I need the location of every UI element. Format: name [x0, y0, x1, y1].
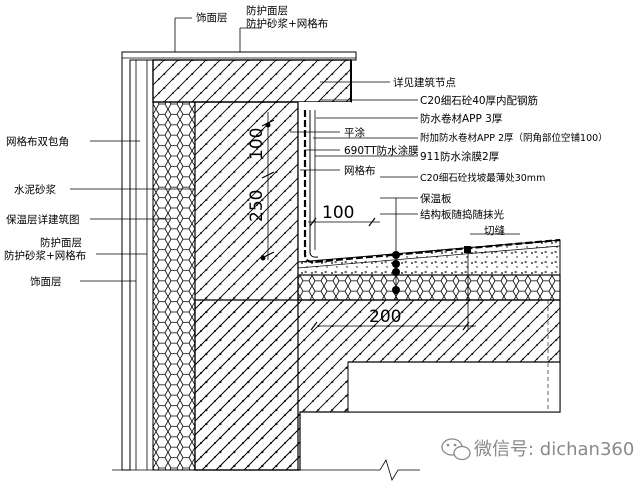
watermark-text: 微信号: dichan360	[474, 439, 634, 460]
label-membrane-extra: 附加防水卷材APP 2厚（阴角部位空铺100）	[420, 132, 608, 144]
label-left-cement-mortar: 水泥砂浆	[14, 183, 56, 196]
label-left-facing: 饰面层	[30, 275, 62, 288]
label-top-protect-1: 防护面层	[246, 4, 288, 17]
label-structure-slab: 结构板随捣随抹光	[420, 208, 504, 221]
label-coating-911: 911防水涂膜2厚	[420, 150, 500, 163]
label-coating-690: 690TT防水涂膜	[344, 144, 419, 157]
wechat-icon	[441, 438, 471, 461]
dim-100-vertical: 100	[247, 128, 267, 160]
insulation-layer	[152, 101, 196, 471]
label-c20-rebar: C20细石砼40厚内配钢筋	[420, 94, 538, 107]
dim-250-vertical: 250	[247, 190, 267, 222]
leader-lines-right	[290, 81, 520, 235]
dim-100-horizontal: 100	[322, 203, 354, 223]
leader-lines-left	[70, 17, 262, 282]
label-mesh-cloth: 网格布	[344, 164, 376, 177]
dimension-lines	[261, 112, 476, 331]
label-c20-slope: C20细石砼找坡最薄处30mm	[420, 172, 545, 184]
roof-insulation-board	[297, 274, 561, 301]
label-top-protect-2: 防护砂浆+网格布	[246, 17, 328, 30]
layer-markers	[260, 122, 400, 300]
label-plaster-flat: 平涂	[344, 126, 365, 139]
roof-slab-structure	[194, 299, 561, 471]
label-left-insulation-detail: 保温层详建筑图	[6, 213, 80, 226]
label-top-facing: 饰面层	[196, 11, 228, 24]
label-left-mesh-double: 网格布双包角	[6, 135, 69, 148]
waterproof-membrane-upturn	[297, 102, 561, 268]
label-node-detail: 详见建筑节点	[393, 76, 456, 89]
label-cut-joint: 切缝	[484, 224, 505, 237]
annotations: 饰面层 防护面层 防护砂浆+网格布 详见建筑节点 C20细石砼40厚内配钢筋 防…	[4, 4, 608, 327]
label-left-protect-1: 防护面层	[40, 236, 82, 249]
label-left-protect-2: 防护砂浆+网格布	[4, 249, 86, 262]
label-insulation-board: 保温板	[420, 192, 452, 205]
break-line	[112, 300, 549, 481]
dim-200-horizontal: 200	[369, 307, 401, 327]
outer-protection-layers	[135, 60, 148, 470]
label-membrane-app: 防水卷材APP 3厚	[420, 112, 503, 125]
watermark: 微信号: dichan360	[441, 438, 634, 461]
